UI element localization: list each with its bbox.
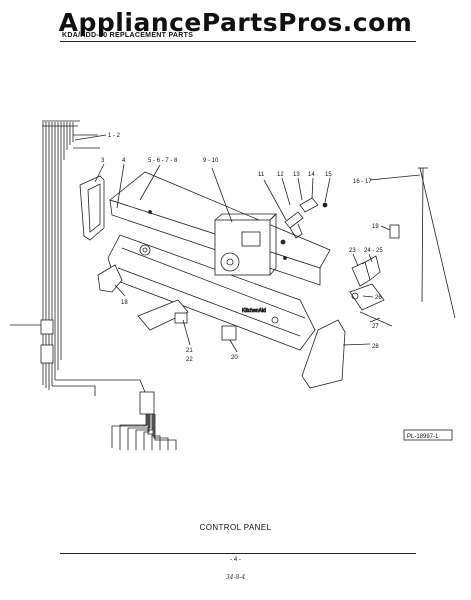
- callout-26: 26: [375, 295, 382, 301]
- page-number: - 4 -: [230, 557, 241, 563]
- selector-knob: [97, 264, 123, 293]
- callout-14: 14: [308, 172, 315, 178]
- diagram-caption: CONTROL PANEL: [199, 523, 272, 532]
- site-watermark: AppliancePartsPros.com: [58, 8, 413, 37]
- clip: [389, 224, 400, 239]
- callout-24-25: 24 - 25: [364, 248, 383, 254]
- callout-20: 20: [231, 355, 238, 361]
- wire-harness: [10, 120, 177, 450]
- latch-assembly: [349, 255, 393, 327]
- header-rule: [60, 41, 416, 42]
- callout-13: 13: [293, 172, 300, 178]
- callout-1-2: 1 - 2: [108, 133, 121, 139]
- svg-text:KitchenAid: KitchenAid: [242, 308, 266, 314]
- figure-id: PL-18997-1: [407, 434, 439, 440]
- footnote-code: 34-8-4: [225, 574, 246, 581]
- callout-28: 28: [372, 344, 379, 350]
- callout-22: 22: [186, 357, 193, 363]
- callout-15: 15: [325, 172, 332, 178]
- callout-27: 27: [372, 324, 379, 330]
- callout-23: 23: [349, 248, 356, 254]
- callout-16-17: 16 - 17: [353, 179, 372, 185]
- callout-9-10: 9 - 10: [203, 158, 219, 164]
- callout-11: 11: [258, 172, 265, 178]
- callout-4: 4: [122, 158, 126, 164]
- callout-21: 21: [186, 348, 193, 354]
- callout-19: 19: [372, 224, 379, 230]
- door-switch: [221, 325, 237, 341]
- callout-5-8: 5 - 6 - 7 - 8: [148, 158, 178, 164]
- push-button-bar: [137, 299, 189, 331]
- timer-assembly: [214, 213, 277, 276]
- end-cap-left: [79, 175, 105, 241]
- callout-18: 18: [121, 300, 128, 306]
- page-header-title: KDA/KDD-20 REPLACEMENT PARTS: [62, 32, 194, 39]
- callout-3: 3: [101, 158, 105, 164]
- figure-id-box: [403, 429, 453, 441]
- end-trim-right: [301, 319, 346, 389]
- callout-12: 12: [277, 172, 284, 178]
- footer-rule: [60, 553, 416, 554]
